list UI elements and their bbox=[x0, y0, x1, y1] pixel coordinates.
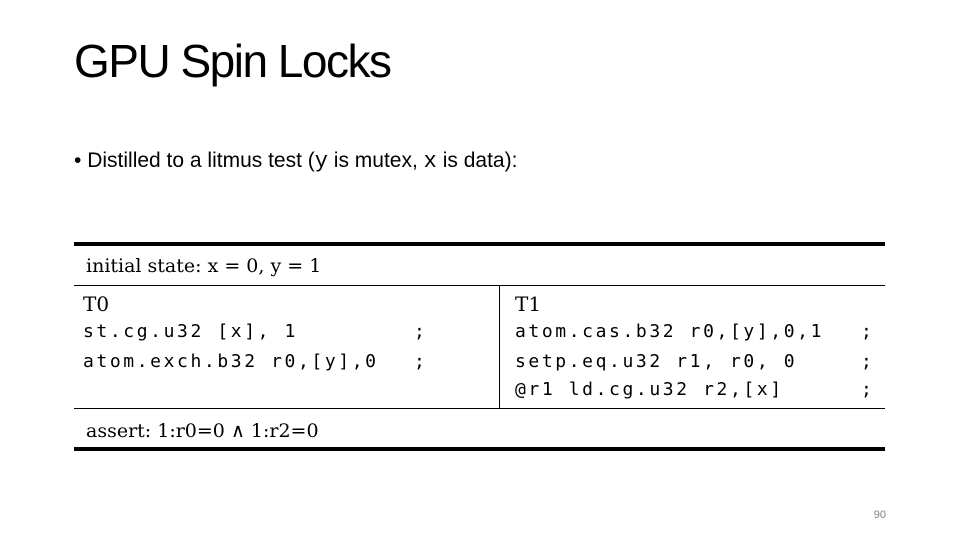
t1-instruction-3: @r1 ld.cg.u32 r2,[x] bbox=[515, 379, 784, 400]
t1-instruction-2: setp.eq.u32 r1, r0, 0 bbox=[515, 351, 798, 372]
bullet-text-start: Distilled to a litmus test ( bbox=[81, 149, 315, 172]
t1-terminator-1: ; bbox=[861, 321, 872, 342]
bullet-point: • Distilled to a litmus test (y is mutex… bbox=[74, 148, 517, 175]
thread-t1-name: T1 bbox=[515, 292, 542, 316]
assertion: assert: 1:r0=0 ∧ 1:r2=0 bbox=[86, 420, 319, 442]
bottom-rule bbox=[74, 447, 885, 451]
thread-divider bbox=[499, 286, 500, 408]
t0-instruction-2: atom.exch.b32 r0,[y],0 bbox=[83, 351, 379, 372]
initial-state: initial state: x = 0, y = 1 bbox=[86, 255, 322, 277]
t0-terminator-1: ; bbox=[414, 321, 425, 342]
thread-t0-name: T0 bbox=[83, 292, 110, 316]
bullet-marker: • bbox=[74, 149, 82, 172]
page-number: 90 bbox=[873, 509, 886, 521]
t1-terminator-2: ; bbox=[861, 351, 872, 372]
t1-instruction-1: atom.cas.b32 r0,[y],0,1 bbox=[515, 321, 825, 342]
bullet-text-middle: is mutex, bbox=[327, 149, 424, 172]
code-x: x bbox=[423, 149, 437, 174]
code-y: y bbox=[314, 149, 328, 174]
litmus-test-table: initial state: x = 0, y = 1 T0 st.cg.u32… bbox=[74, 242, 885, 451]
bullet-text-end: is data): bbox=[436, 149, 518, 172]
t0-instruction-1: st.cg.u32 [x], 1 bbox=[83, 321, 298, 342]
footer-rule bbox=[74, 408, 885, 409]
t1-terminator-3: ; bbox=[861, 379, 872, 400]
header-rule bbox=[74, 285, 885, 286]
t0-terminator-2: ; bbox=[414, 351, 425, 372]
slide-title: GPU Spin Locks bbox=[74, 35, 392, 87]
top-rule bbox=[74, 242, 885, 246]
